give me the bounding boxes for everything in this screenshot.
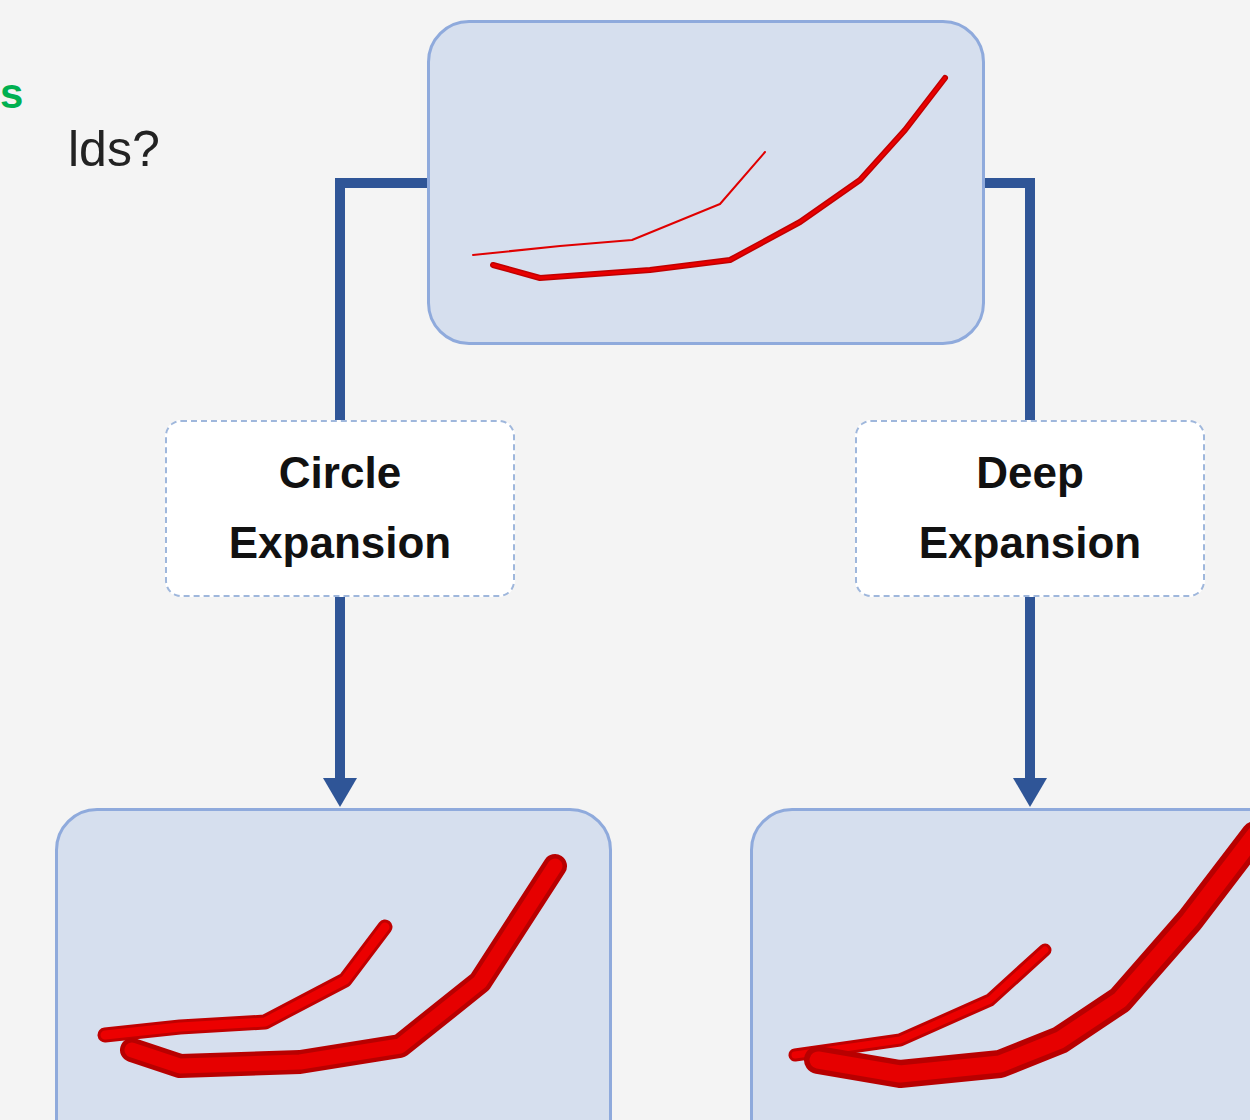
image-panel (750, 808, 1250, 1120)
expanded-vessel (795, 950, 1045, 1055)
arrow-head (323, 778, 357, 807)
vessel-centerline (493, 78, 945, 278)
edge-label-box: Deep Expansion (855, 420, 1205, 597)
slide-text-fragment: s (0, 70, 23, 118)
image-panel (55, 808, 612, 1120)
edge-label-box: Circle Expansion (165, 420, 515, 597)
vessel-centerline (473, 152, 765, 255)
image-panel (427, 20, 985, 345)
expanded-vessel (818, 835, 1250, 1074)
vessel-centerline (493, 78, 945, 278)
expanded-vessel (132, 866, 555, 1066)
edge-label: Deep Expansion (873, 438, 1187, 579)
expanded-vessel (105, 927, 385, 1035)
expanded-vessel (132, 866, 555, 1066)
slide-text-fragment: lds? (68, 120, 160, 178)
arrow-head (1013, 778, 1047, 807)
edge-label: Circle Expansion (183, 438, 497, 579)
expanded-vessel (105, 927, 385, 1035)
expanded-vessel (795, 950, 1045, 1055)
expanded-vessel (818, 835, 1250, 1074)
